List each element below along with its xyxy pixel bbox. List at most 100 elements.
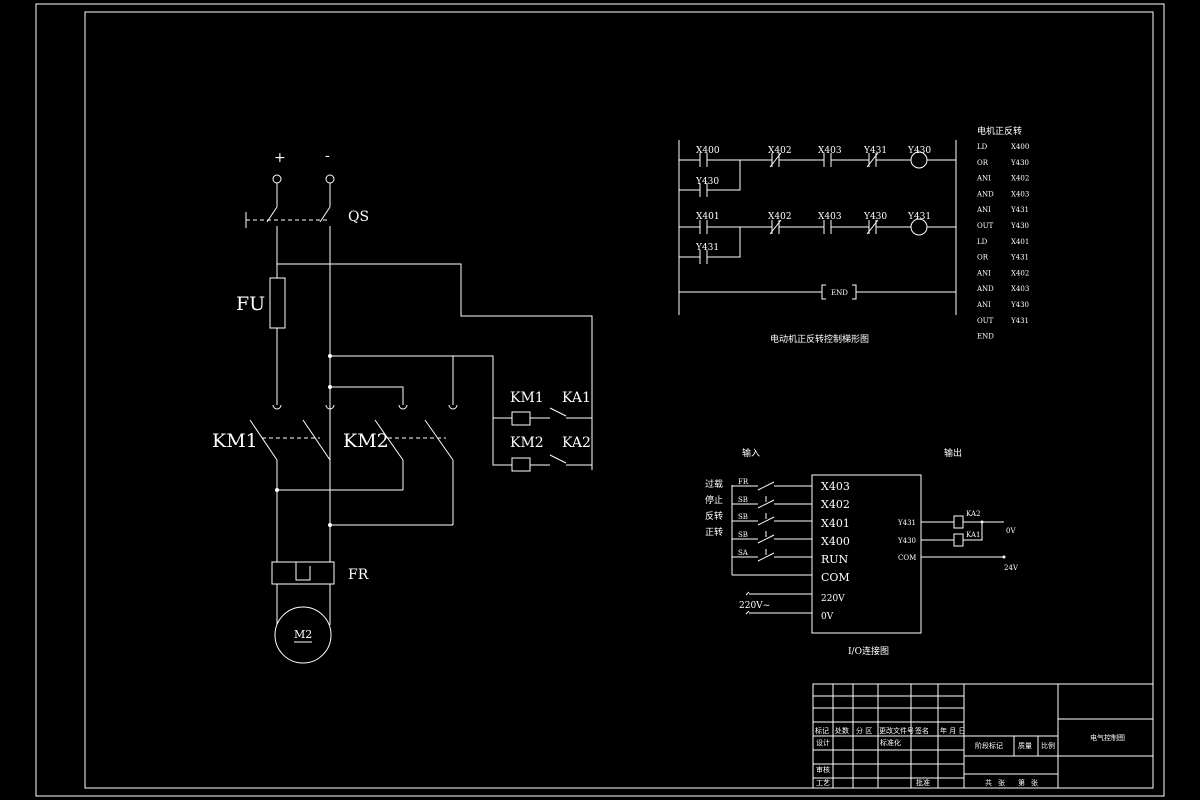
program-arg: Y430 [1010,301,1029,309]
program-op: ANI [976,269,991,277]
tb-scale: 比例 [1041,741,1055,750]
program-arg: Y431 [1010,206,1029,214]
title-block-grid [813,684,964,788]
rung2-c2-label: X402 [768,212,792,222]
ladder-caption: 电动机正反转控制梯形图 [770,333,869,345]
program-op: ANI [976,175,991,183]
ka2-label: KA2 [966,510,980,518]
io-caption: I/O连接图 [848,645,889,657]
qs-label: QS [348,209,369,225]
ladder-diagram: X400 X402 X403 Y431 Y430 Y430 X401 X402 … [678,140,957,345]
tb-header-cell: 分 区 [856,726,872,735]
end-label: END [831,289,848,297]
tb-header-cell: 标记 [815,726,829,735]
relay-km1-label: KM1 [510,390,544,406]
plc-input-label: COM [821,571,850,584]
plus-terminal-label: + [274,150,286,166]
program-arg: X402 [1011,175,1029,183]
motor-label: M2 [294,628,312,641]
rung1-coil-label: Y430 [907,146,931,156]
rung1-c4-label: Y431 [863,146,887,156]
km1-label: KM1 [212,430,258,452]
km1-coil-icon [511,411,531,426]
rung2-c4-label: Y430 [863,212,887,222]
tb-num: 第 [1018,778,1025,787]
plc-input-label: 0V [821,612,834,622]
drawing-name: 电气控制图 [1090,733,1125,742]
program-op: OUT [977,222,994,230]
switch-label: FR [738,478,749,486]
io-side-label: 反转 [705,510,723,522]
volt-24v-label: 24V [1004,564,1019,572]
plc-input-label: X401 [821,517,850,530]
tb-header-cell: 更改文件号 [879,726,914,735]
tb-sheets: 张 [998,778,1005,787]
tb-approve: 批准 [916,778,930,787]
rung2-coil-label: Y431 [907,212,931,222]
program-arg: X403 [1011,285,1029,293]
rung1-c2-label: X402 [768,146,792,156]
plc-input-label: RUN [821,553,849,566]
minus-terminal-label: - [325,148,330,164]
program-arg: X400 [1011,143,1029,151]
tb-header-cell: 签名 [915,726,929,735]
plc-box [811,474,922,634]
tb-process: 工艺 [816,779,830,787]
program-op: ANI [976,206,991,214]
fuse-icon [269,277,286,329]
program-arg: Y430 [1010,159,1029,167]
rung1-c3-label: X403 [818,146,842,156]
supply-label: 220V~ [739,601,770,611]
relay-ka2-label: KA2 [562,435,591,451]
relay-ka1-label: KA1 [562,390,591,406]
switch-label: SA [738,549,749,557]
plc-input-label: X400 [821,535,850,548]
program-op: AND [976,285,994,293]
title-block-row1: 标记处数分 区更改文件号签名 年 月 日 [815,726,965,735]
relay-control: KM1 KA1 KM2 KA2 [510,390,592,472]
ka1-label: KA1 [966,531,980,539]
switch-label: SB [738,496,748,504]
rung1-c1-label: X400 [696,146,720,156]
program-title: 电机正反转 [977,125,1022,137]
tb-design: 设计 [816,738,830,747]
program-arg: X403 [1011,190,1029,198]
io-side-label: 过载 [705,478,723,490]
program-arg: Y431 [1010,254,1029,262]
program-arg: X401 [1011,238,1029,246]
ka1-coil-icon [953,533,964,547]
thermal-relay-icon [271,561,335,585]
program-arg: X402 [1011,269,1029,277]
km2-coil-icon [511,457,531,472]
relay-km2-label: KM2 [510,435,544,451]
program-op: END [977,333,994,341]
plc-output-label: Y430 [897,537,916,545]
plc-input-label: X402 [821,498,850,511]
io-side-label: 停止 [705,494,723,506]
tb-header-cell: 年 月 日 [940,726,965,735]
plus-terminal-icon [272,174,282,184]
program-arg: Y430 [1010,222,1029,230]
tb-standard: 标准化 [880,738,901,747]
plc-input-label: X403 [821,480,850,493]
io-side-label: 正转 [705,526,723,538]
tb-header-cell: 处数 [835,726,849,735]
minus-terminal-icon [325,174,335,184]
plc-input-label: 220V [821,594,845,604]
program-op: OUT [977,317,994,325]
volt-0v-label: 0V [1006,527,1016,535]
tb-review: 审核 [816,765,830,774]
tb-sheet: 张 [1031,778,1038,787]
main-power-circuit: + - QS FU KM1 [212,148,593,664]
sheet-border [35,3,1165,797]
tb-weight: 质量 [1018,741,1032,750]
input-label: 输入 [742,447,760,459]
program-op: LD [977,143,988,151]
